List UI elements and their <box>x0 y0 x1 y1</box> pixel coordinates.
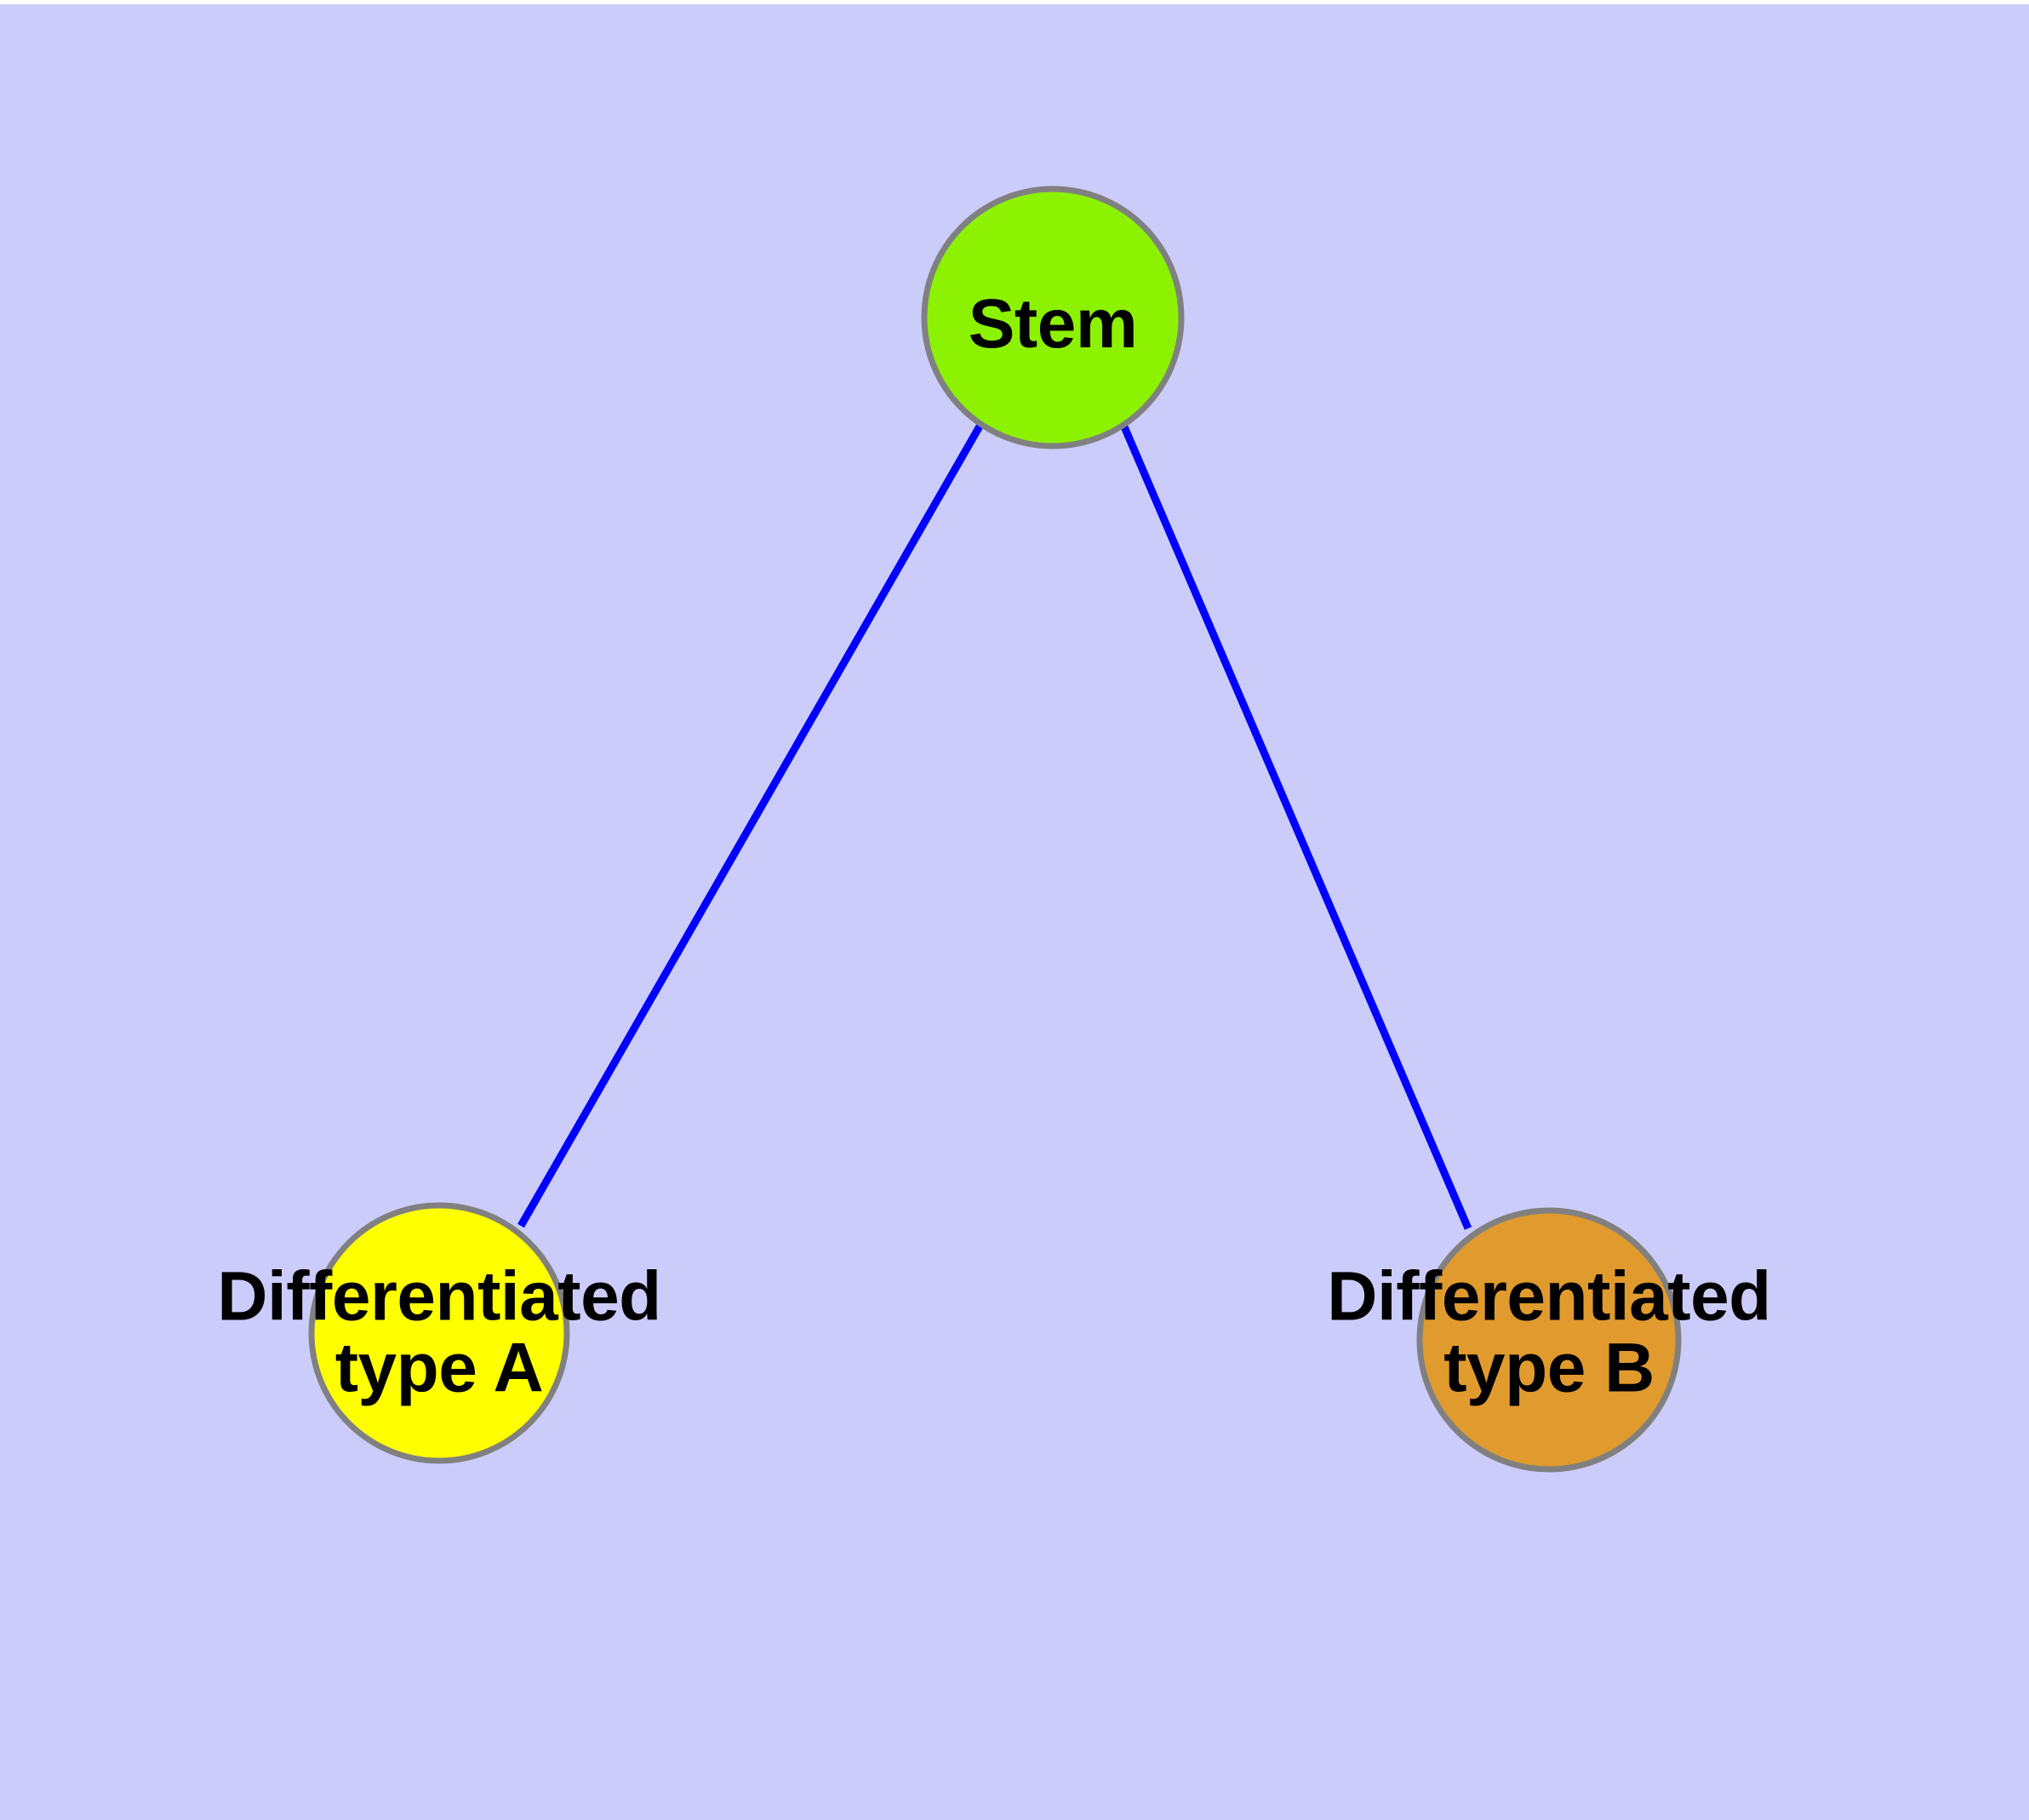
edge-layer <box>517 422 1472 1230</box>
edge-stem-to-differentiated-type-b[interactable] <box>1119 423 1472 1230</box>
node-differentiated-type-b[interactable] <box>1416 1207 1682 1473</box>
node-layer <box>308 186 1682 1473</box>
node-differentiated-type-a[interactable] <box>308 1202 570 1464</box>
diagram-plot-area: Stem Differentiated type A Differentiate… <box>0 4 2029 1820</box>
node-stem[interactable] <box>921 186 1185 449</box>
edge-stem-to-differentiated-type-a[interactable] <box>517 422 984 1228</box>
graph-svg <box>308 186 1682 1473</box>
